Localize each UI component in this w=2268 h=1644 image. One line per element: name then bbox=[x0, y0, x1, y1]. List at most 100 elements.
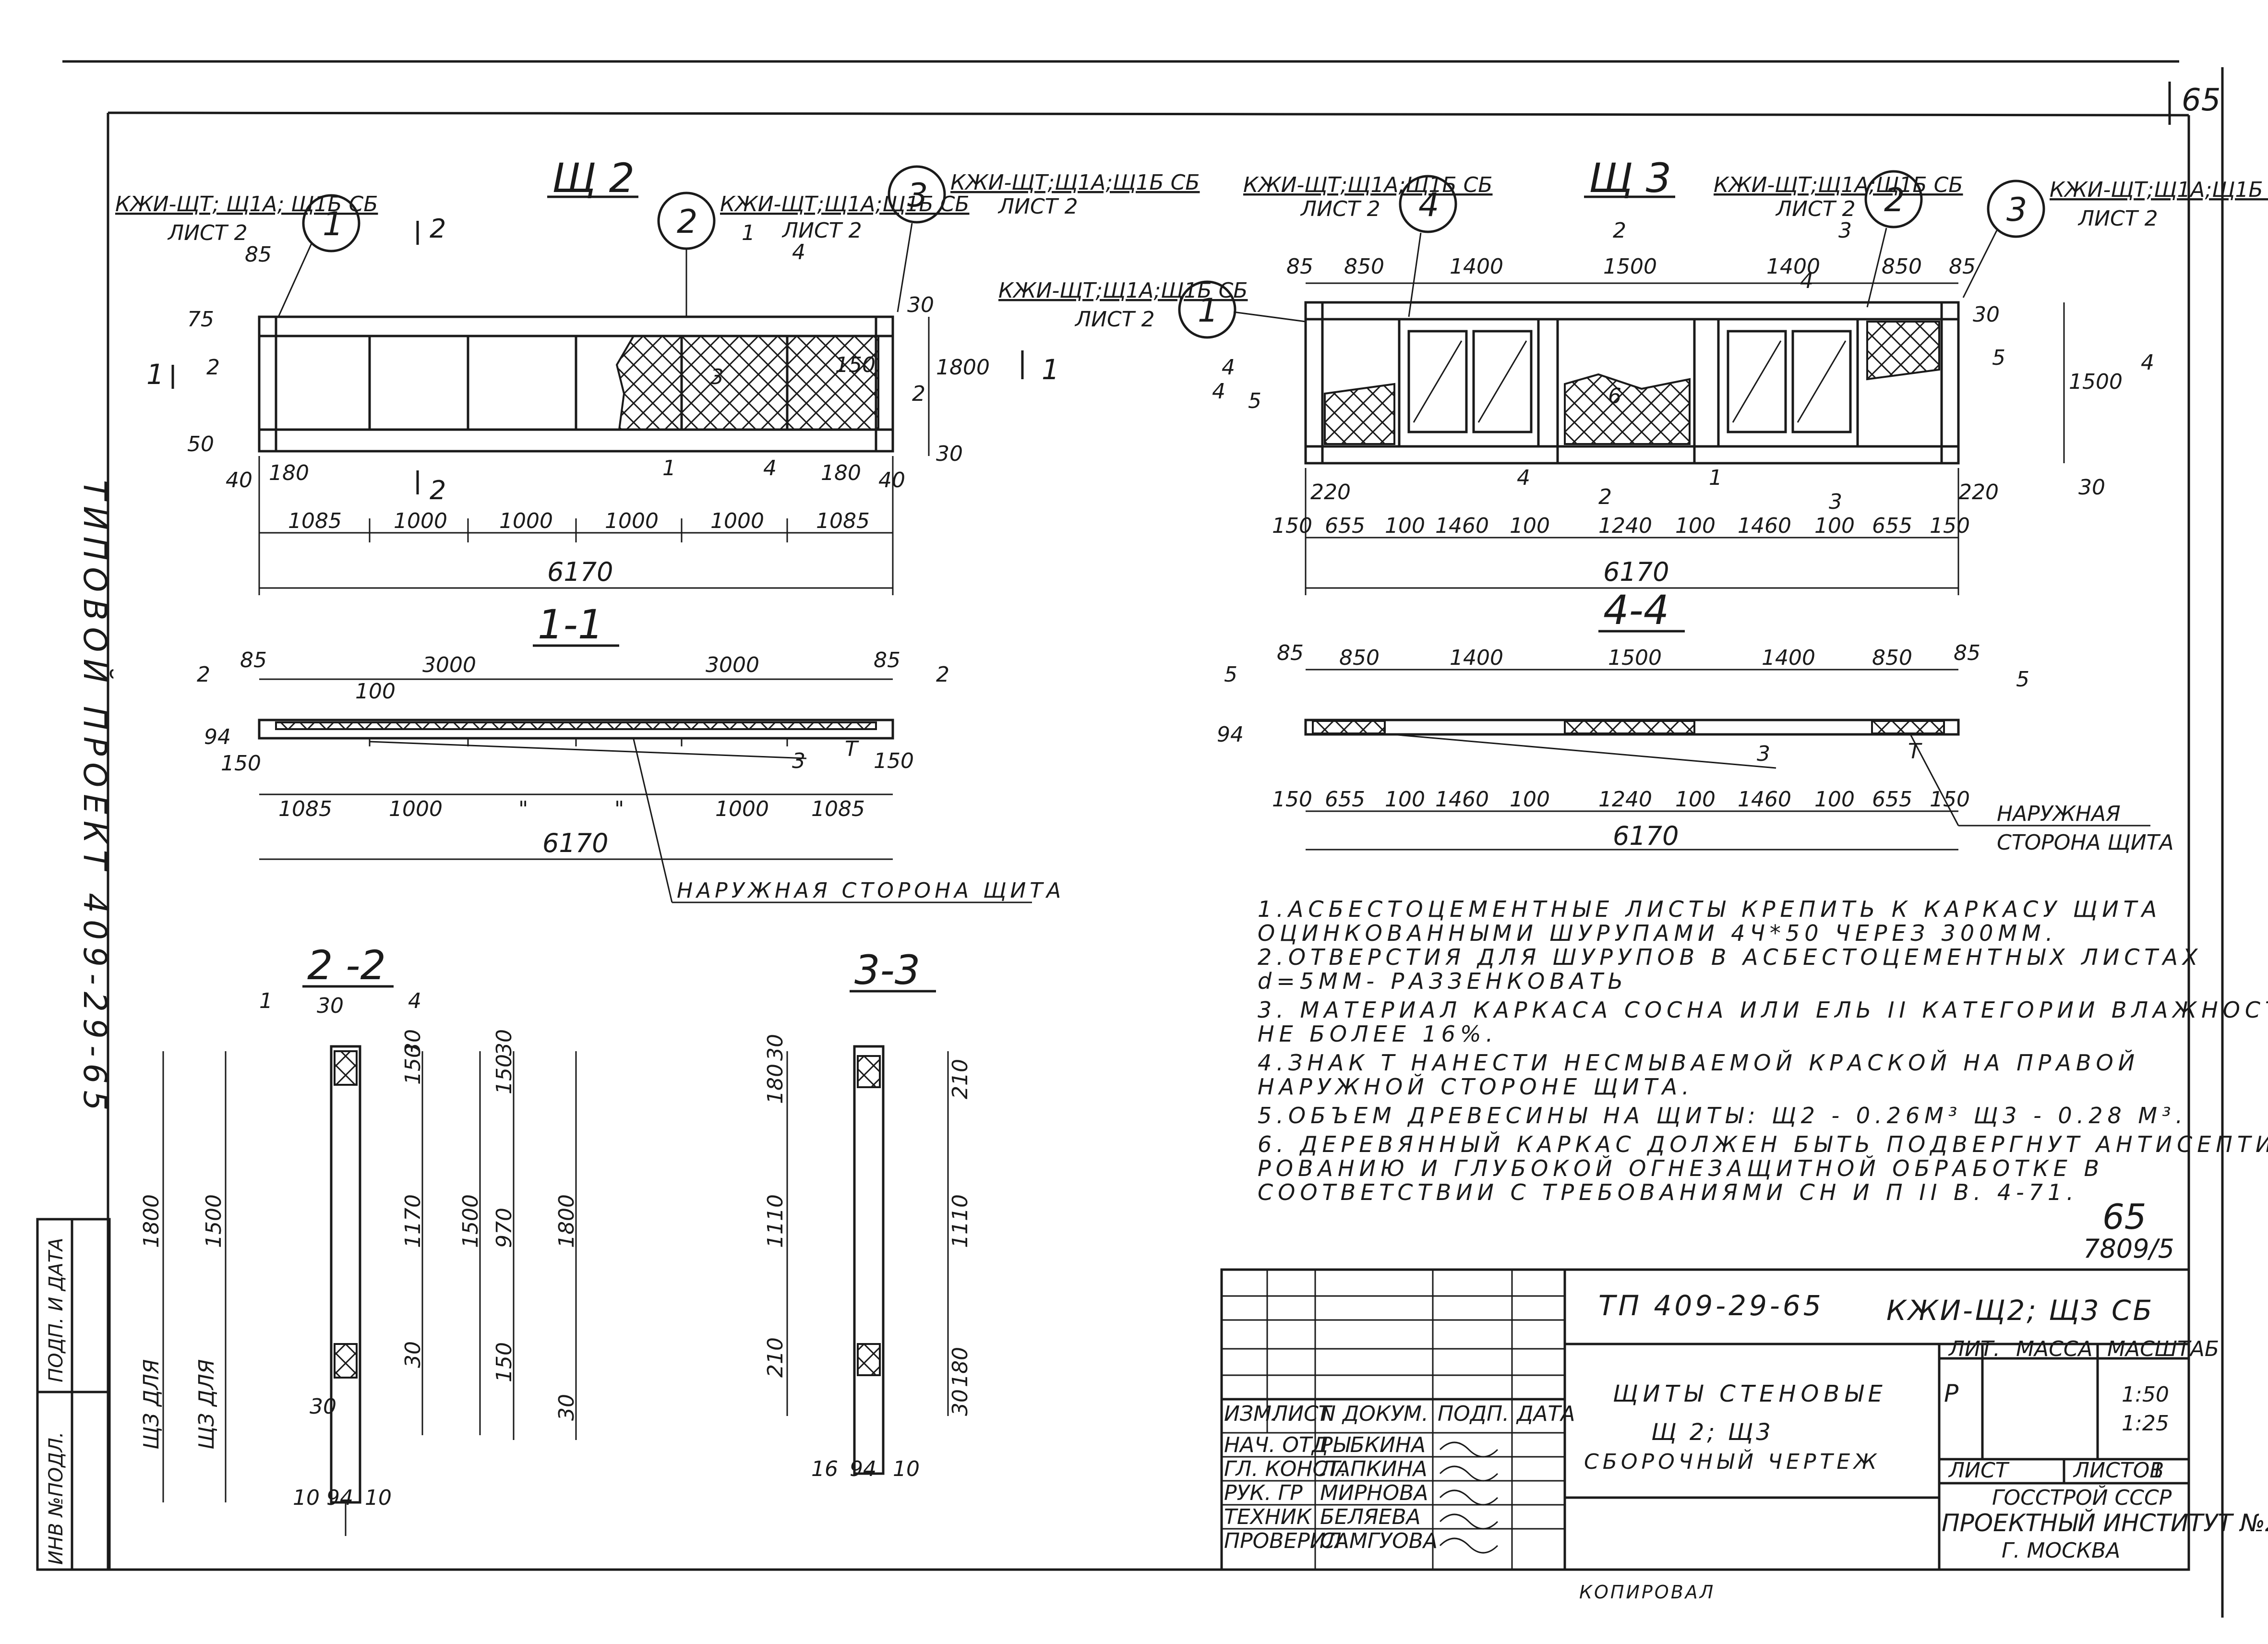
shch3-top-dim-6: 850 bbox=[1882, 254, 1922, 279]
tb-sheets-label: ЛИСТОВ bbox=[2073, 1458, 2164, 1483]
shch2-pos-2-right: 2 bbox=[912, 382, 925, 406]
tb-org-line-3: Г. МОСКВА bbox=[2002, 1538, 2120, 1563]
sec11-dim-85-right: 85 bbox=[874, 648, 900, 672]
sec11-mark-t: Т bbox=[845, 737, 859, 761]
shch3-section-3-top: 3 bbox=[1838, 218, 1852, 243]
bottom-number: 65 bbox=[2102, 1197, 2147, 1237]
sec33-right-30: 30 bbox=[948, 1389, 972, 1416]
shch3-top-dim-2: 850 bbox=[1344, 254, 1384, 279]
sec44-outer-side-2: СТОРОНА ЩИТА bbox=[1997, 830, 2174, 855]
sec11-bottom-1: 1085 bbox=[278, 797, 332, 821]
sec33-left-180: 180 bbox=[763, 1064, 788, 1104]
side-stamp: ТИПОВОЙ ПРОЕКТ 409-29-65 bbox=[76, 480, 114, 1117]
sec44-mark-5-left: 5 bbox=[1224, 662, 1237, 687]
tb-drawing-code: КЖИ-Щ2; Щ3 СБ bbox=[1886, 1294, 2154, 1327]
shch3-title: Щ 3 bbox=[1589, 155, 1671, 202]
tb-row-1-name: РЫБКИНА bbox=[1320, 1433, 1426, 1457]
sec44-title: 4-4 bbox=[1603, 587, 1669, 634]
note-line-4: d=5ММ- РАЗЗЕНКОВАТЬ bbox=[1258, 968, 1628, 994]
shch2-pos-1-bottom: 1 bbox=[662, 456, 676, 480]
sec22-right-30: 30 bbox=[492, 1029, 516, 1056]
section-3-3: 3-3 30 180 1110 210 210 1110 180 30 16 9… bbox=[763, 947, 972, 1481]
sec44-top-4: 1500 bbox=[1608, 646, 1662, 670]
tb-row-2-role: ГЛ. КОНСТ. bbox=[1224, 1457, 1347, 1481]
sec44-top-1: 85 bbox=[1277, 641, 1304, 665]
sec33-right-1110: 1110 bbox=[948, 1194, 972, 1248]
shch2-section-mark-1a: 1 bbox=[146, 358, 164, 391]
sec11-dim-3000-right: 3000 bbox=[706, 653, 759, 677]
sec11-outer-side: НАРУЖНАЯ СТОРОНА ЩИТА bbox=[677, 878, 1065, 903]
section-4-4: 4-4 85 850 1400 1500 1400 850 85 5 5 3 Т… bbox=[1217, 587, 2174, 855]
sec22-mid-1500: 1500 bbox=[458, 1194, 483, 1248]
sec44-top-7: 85 bbox=[1954, 641, 1980, 665]
tb-org-line-1: ГОССТРОЙ СССР bbox=[1992, 1485, 2172, 1510]
shch2-section-mark-1b: 1 bbox=[1042, 353, 1059, 386]
shch3-section-4-right: 4 bbox=[2141, 350, 2154, 375]
shch3-top-dim-4: 1500 bbox=[1603, 254, 1657, 279]
tb-scale-2: 1:25 bbox=[2122, 1411, 2169, 1436]
sec11-dim-150-left: 150 bbox=[221, 751, 261, 776]
sec11-dim-150-right: 150 bbox=[874, 749, 914, 773]
sec22-mid-150: 150 bbox=[401, 1044, 425, 1085]
tb-sheet-label: ЛИСТ bbox=[1948, 1458, 2010, 1483]
shch2-dim-30-top: 30 bbox=[907, 293, 934, 317]
tb-lit-header: ЛИТ. bbox=[1948, 1337, 2000, 1361]
left-label-shch3-a: ЩЗ ДЛЯ bbox=[139, 1359, 164, 1450]
shch2-callout-1-marker: 1 bbox=[323, 205, 343, 243]
sec44-bottom-5: 100 bbox=[1510, 787, 1550, 812]
side-signature-box: ИНВ №ПОДЛ. ПОДП. И ДАТА bbox=[36, 1218, 111, 1571]
tb-project-code: ТП 409-29-65 bbox=[1598, 1289, 1824, 1322]
shch3-side-dim-1500: 1500 bbox=[2069, 370, 2123, 394]
shch3-callout-2-marker: 2 bbox=[1884, 181, 1905, 219]
sec22-bottom-30: 30 bbox=[310, 1394, 336, 1419]
sec33-left-210: 210 bbox=[763, 1337, 788, 1378]
sec22-mid-1170: 1170 bbox=[401, 1194, 425, 1248]
sec22-mark-1: 1 bbox=[259, 989, 273, 1013]
shch2-bottom-dim-4: 1000 bbox=[605, 509, 659, 533]
sec11-bottom-2: 1000 bbox=[389, 797, 443, 821]
sec22-left-1800: 1800 bbox=[139, 1194, 164, 1248]
shch3-pos-5-left: 5 bbox=[1248, 389, 1261, 413]
sec11-mark-3: 3 bbox=[792, 749, 805, 773]
tb-row-2-name: ЛАПКИНА bbox=[1319, 1457, 1428, 1481]
sec22-mark-30: 30 bbox=[317, 994, 344, 1018]
sec44-outer-side-1: НАРУЖНАЯ bbox=[1997, 802, 2121, 826]
shch3-side-dim-30-top: 30 bbox=[1973, 302, 2000, 327]
shch3-callout-1-text: КЖИ-ЩТ;Щ1А;Щ1Б СБ bbox=[1243, 173, 1493, 197]
tb-row-4-name: БЕЛЯЕВА bbox=[1320, 1505, 1421, 1529]
tb-mass-header: МАССА bbox=[2016, 1337, 2093, 1361]
tb-row-3-role: РУК. ГР bbox=[1224, 1481, 1303, 1505]
note-line-6: НЕ БОЛЕЕ 16%. bbox=[1258, 1021, 1498, 1047]
sec44-bottom-6: 1240 bbox=[1598, 787, 1652, 812]
sec22-right-1800: 1800 bbox=[554, 1194, 579, 1248]
order-number: 7809/5 bbox=[2083, 1234, 2174, 1264]
shch3-callout-1-marker: 4 bbox=[1418, 186, 1439, 224]
shch3-overall-dim: 6170 bbox=[1603, 557, 1669, 587]
sec11-bottom-3: " bbox=[518, 797, 528, 821]
shch2-callout-2-marker: 2 bbox=[677, 203, 697, 241]
title-block: ИЗМ. ЛИСТ N ДОКУМ. ПОДП. ДАТА НАЧ. ОТД Р… bbox=[1220, 1268, 2268, 1571]
shch3-pos-4-bottom: 4 bbox=[1517, 466, 1530, 490]
sec11-dim-94: 94 bbox=[204, 725, 231, 749]
sec22-mid-30: 30 bbox=[401, 1029, 425, 1056]
sec44-top-6: 850 bbox=[1872, 646, 1912, 670]
shch2-dim-40-left: 40 bbox=[226, 468, 252, 492]
sec11-mark-2-left: 2 bbox=[197, 662, 210, 687]
sec11-bottom-6: 1085 bbox=[811, 797, 865, 821]
tb-row-5-name: САМГУОВА bbox=[1320, 1529, 1438, 1553]
side-label-inv: ИНВ №ПОДЛ. bbox=[45, 1432, 67, 1565]
shch3-top-dim-1: 85 bbox=[1286, 254, 1313, 279]
shch2-overall-dim: 6170 bbox=[547, 557, 613, 587]
section-1-1: 1-1 85 3000 3000 85 2 2 3 Т 94 150 150 1… bbox=[197, 601, 1065, 903]
sec11-overall: 6170 bbox=[542, 828, 608, 858]
tb-sheets-value: 1 bbox=[2150, 1458, 2164, 1483]
shch3-bottom-dim-1: 150 bbox=[1272, 514, 1312, 538]
sec44-bottom-1: 150 bbox=[1272, 787, 1312, 812]
sec11-bottom-4: " bbox=[614, 797, 624, 821]
tb-col-doc: N ДОКУМ. bbox=[1320, 1402, 1428, 1426]
sec33-right-180: 180 bbox=[948, 1347, 972, 1387]
sec44-top-5: 1400 bbox=[1762, 646, 1815, 670]
sec44-bottom-11: 150 bbox=[1930, 787, 1970, 812]
shch3-pos-5-right: 5 bbox=[1992, 346, 2005, 370]
shch2-section-mark-2b: 2 bbox=[430, 475, 446, 505]
